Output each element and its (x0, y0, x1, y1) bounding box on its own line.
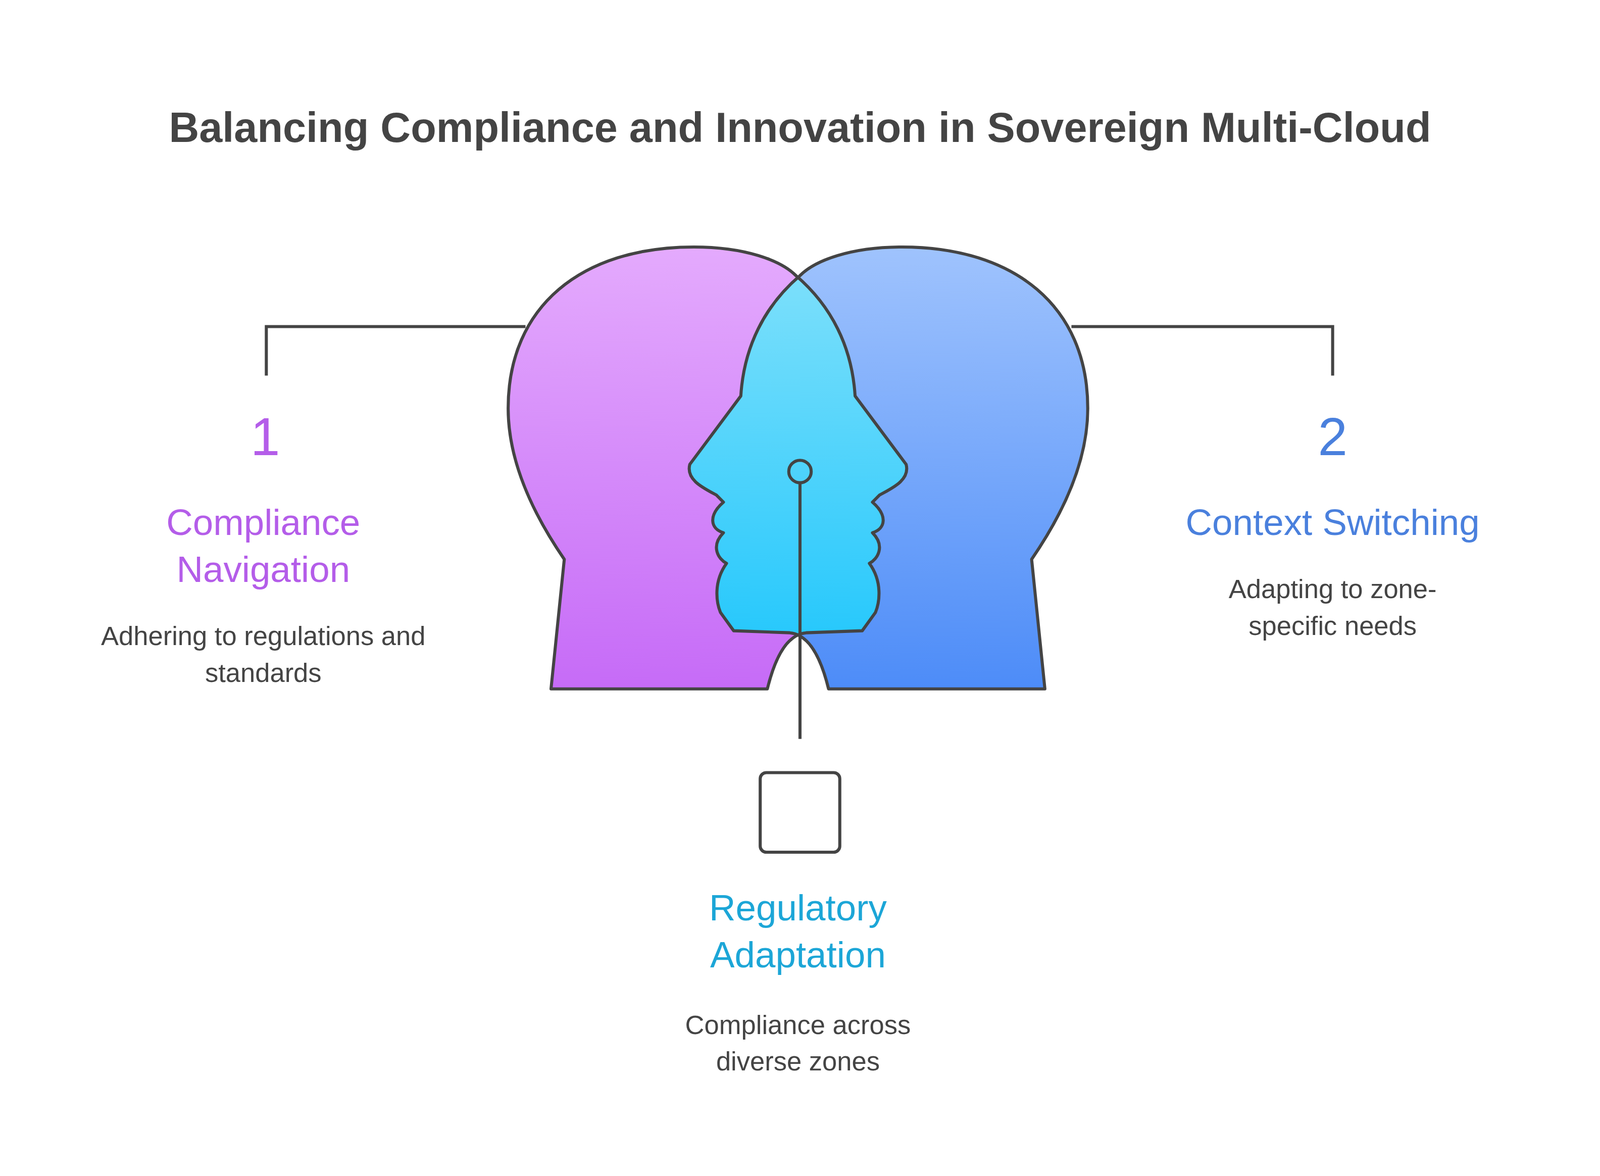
item-heading: Context Switching (1138, 498, 1527, 546)
callout-number: 1 (204, 404, 327, 470)
item-description: Compliance across diverse zones (655, 1006, 941, 1080)
two-heads (508, 246, 1088, 689)
head-outline (689, 246, 1088, 689)
leader-line (266, 326, 526, 376)
square-marker (760, 772, 840, 853)
pin-dot (788, 460, 812, 483)
head-outline (508, 246, 907, 689)
leader-line (798, 482, 802, 739)
item-description: Adapting to zone-specific needs (1205, 570, 1461, 644)
leader-line (1071, 326, 1333, 376)
item-description: Adhering to regulations and standards (100, 617, 427, 691)
title: Balancing Compliance and Innovation in S… (34, 98, 1566, 157)
item-heading: Regulatory Adaptation (660, 884, 936, 979)
item-heading: Compliance Navigation (125, 498, 402, 593)
right-head (689, 246, 1088, 689)
callout-number: 2 (1271, 404, 1394, 470)
face-overlap (689, 246, 1088, 689)
